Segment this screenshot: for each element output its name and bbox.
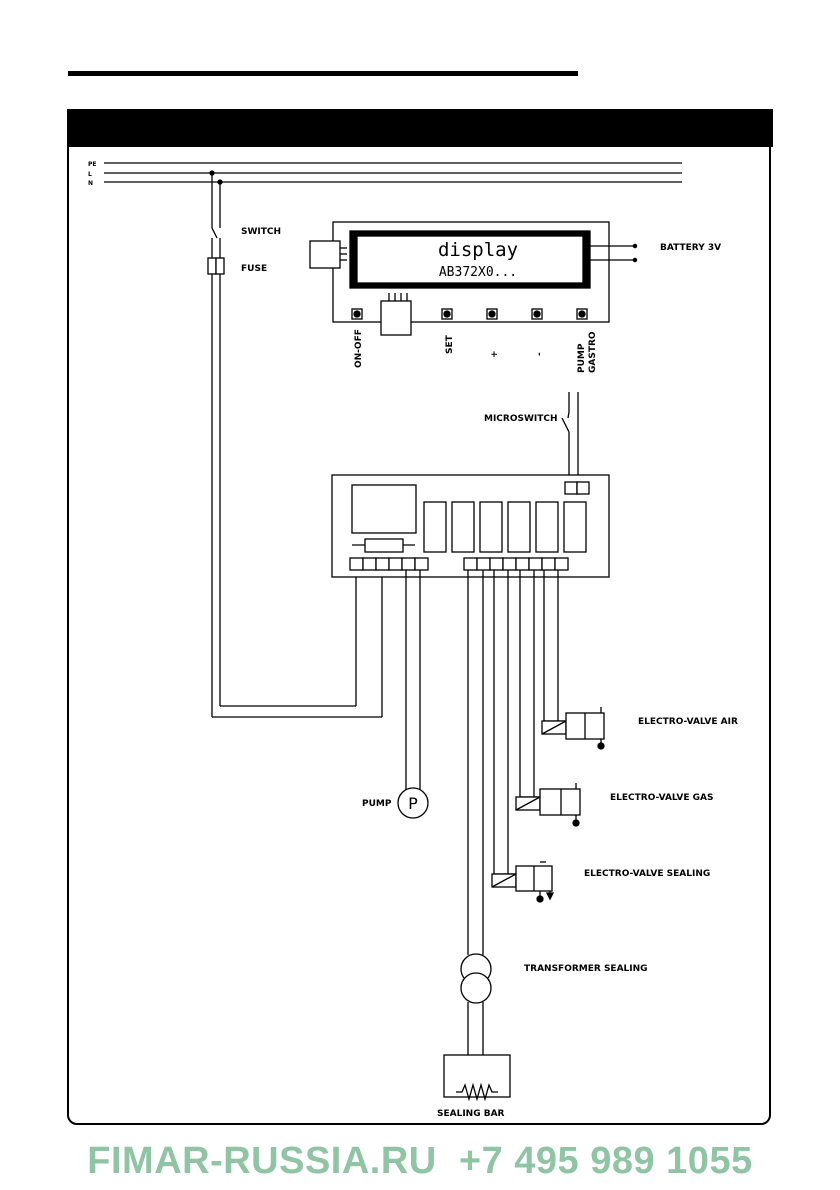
electro-valve-gas-wiring	[516, 570, 580, 826]
power-bus	[104, 163, 682, 182]
pump-button-label: PUMP	[577, 343, 587, 373]
plus-button-label: +	[490, 350, 500, 358]
minus-button-label: -	[535, 352, 545, 356]
gastro-button-label: GASTRO	[588, 331, 598, 373]
fuse-symbol	[208, 258, 224, 274]
electro-valve-sealing-label: ELECTRO-VALVE SEALING	[584, 869, 710, 879]
battery-label: BATTERY 3V	[660, 243, 721, 253]
n-line-label: N	[88, 180, 93, 187]
electro-valve-gas-label: ELECTRO-VALVE GAS	[610, 793, 714, 803]
electro-valve-air-label: ELECTRO-VALVE AIR	[638, 717, 738, 727]
l-line-label: L	[88, 171, 92, 178]
set-button-label: SET	[445, 334, 455, 354]
transformer-wiring	[444, 570, 510, 1099]
pump-wiring	[398, 570, 428, 818]
on-off-button-label: ON-OFF	[354, 329, 364, 368]
footer-site: FIMAR-RUSSIA.RU	[87, 1140, 436, 1182]
sealing-bar-label: SEALING BAR	[437, 1109, 505, 1119]
pump-symbol-letter: P	[408, 794, 418, 813]
pe-line-label: PE	[88, 161, 97, 168]
microswitch-label: MICROSWITCH	[484, 414, 558, 424]
footer-phone: +7 495 989 1055	[459, 1140, 753, 1182]
switch-label: SWITCH	[241, 227, 281, 237]
controller-board	[332, 475, 609, 577]
pump-label: PUMP	[362, 799, 392, 809]
transformer-sealing-label: TRANSFORMER SEALING	[524, 964, 648, 974]
display-line-1: display	[438, 239, 518, 261]
microswitch-symbol	[562, 392, 578, 482]
display-line-2: AB372X0...	[439, 265, 517, 280]
fuse-label: FUSE	[241, 264, 267, 274]
footer-watermark: FIMAR-RUSSIA.RU +7 495 989 1055	[0, 1140, 840, 1183]
electro-valve-air-wiring	[542, 570, 604, 749]
wiring-diagram: PE L N SWITCH FUSE BATTERY 3V display AB…	[0, 0, 840, 1140]
